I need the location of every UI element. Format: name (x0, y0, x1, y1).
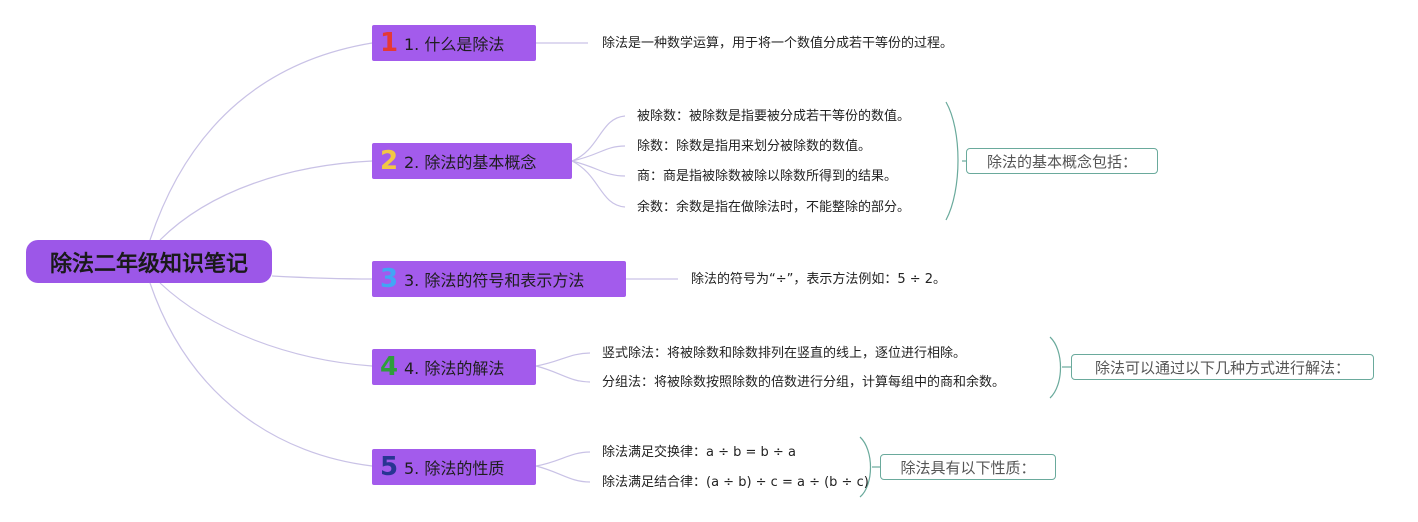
number-3-icon: 3 (380, 264, 399, 294)
topic-5[interactable]: 5 5. 除法的性质 (372, 449, 536, 485)
leaf-remainder[interactable]: 余数：余数是指在做除法时，不能整除的部分。 (637, 200, 911, 215)
summary-label: 除法的基本概念包括： (986, 152, 1137, 171)
topic-label: 5. 除法的性质 (404, 459, 505, 478)
topic-1[interactable]: 1 1. 什么是除法 (372, 25, 536, 61)
leaf-definition[interactable]: 除法是一种数学运算，用于将一个数值分成若干等份的过程。 (602, 36, 954, 51)
number-2-icon: 2 (380, 146, 399, 176)
topic-label: 4. 除法的解法 (404, 359, 505, 378)
leaf-commutative[interactable]: 除法满足交换律：a ÷ b = b ÷ a (602, 445, 796, 460)
root-title: 除法二年级知识笔记 (49, 251, 248, 277)
number-5-icon: 5 (380, 452, 399, 482)
topic-4[interactable]: 4 4. 除法的解法 (372, 349, 536, 385)
leaf-long-division[interactable]: 竖式除法：将被除数和除数排列在竖直的线上，逐位进行相除。 (602, 346, 967, 361)
number-1-icon: 1 (380, 28, 399, 58)
summary-properties[interactable]: 除法具有以下性质： (880, 454, 1056, 480)
summary-label: 除法可以通过以下几种方式进行解法： (1094, 358, 1350, 377)
leaf-grouping[interactable]: 分组法：将被除数按照除数的倍数进行分组，计算每组中的商和余数。 (602, 375, 1006, 390)
summary-label: 除法具有以下性质： (900, 458, 1036, 477)
leaf-quotient[interactable]: 商：商是指被除数被除以除数所得到的结果。 (637, 169, 898, 184)
summary-methods[interactable]: 除法可以通过以下几种方式进行解法： (1071, 354, 1374, 380)
topic-label: 1. 什么是除法 (404, 35, 505, 54)
summary-basic-concepts[interactable]: 除法的基本概念包括： (966, 148, 1158, 174)
leaf-symbol[interactable]: 除法的符号为“÷”，表示方法例如：5 ÷ 2。 (691, 272, 947, 287)
leaf-divisor[interactable]: 除数：除数是指用来划分被除数的数值。 (637, 139, 872, 154)
root-node[interactable]: 除法二年级知识笔记 (26, 240, 272, 283)
topic-label: 2. 除法的基本概念 (404, 153, 537, 172)
topic-2[interactable]: 2 2. 除法的基本概念 (372, 143, 572, 179)
topic-3[interactable]: 3 3. 除法的符号和表示方法 (372, 261, 626, 297)
leaf-dividend[interactable]: 被除数：被除数是指要被分成若干等份的数值。 (637, 109, 911, 124)
leaf-associative[interactable]: 除法满足结合律：(a ÷ b) ÷ c = a ÷ (b ÷ c) (602, 475, 869, 490)
number-4-icon: 4 (380, 352, 399, 382)
topic-label: 3. 除法的符号和表示方法 (404, 271, 585, 290)
